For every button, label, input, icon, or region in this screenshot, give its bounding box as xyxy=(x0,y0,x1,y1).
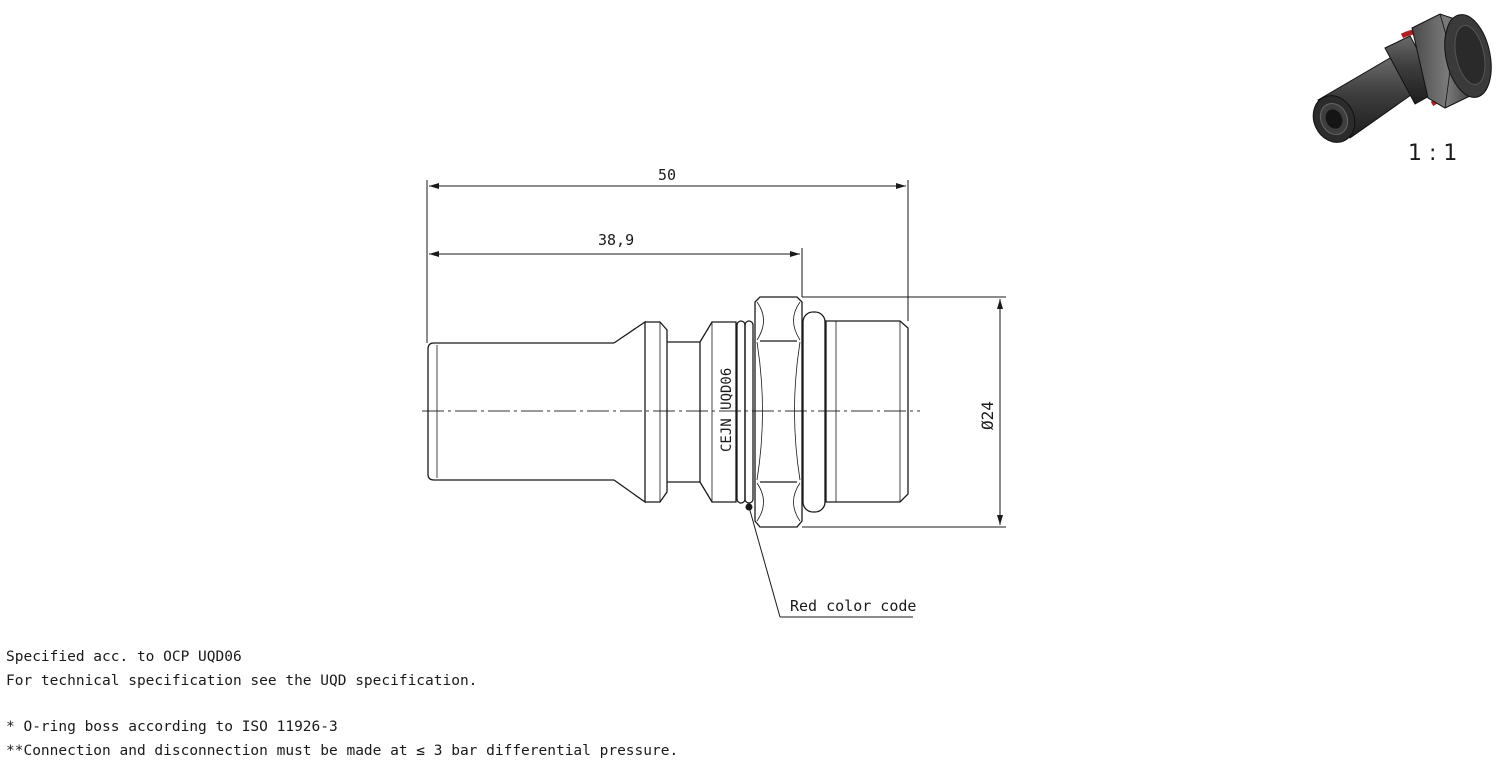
dim-diameter-label: Ø24 xyxy=(978,401,997,430)
notes-block: Specified acc. to OCP UQD06 For technica… xyxy=(6,645,678,763)
dim-38-9-label: 38,9 xyxy=(598,231,634,249)
scale-label: 1 : 1 xyxy=(1408,141,1457,166)
note-technical-spec: For technical specification see the UQD … xyxy=(6,673,478,689)
note-pressure: **Connection and disconnection must be m… xyxy=(6,743,679,759)
dim-overall-length xyxy=(426,180,909,343)
callout-leader xyxy=(745,503,913,618)
dim-50-label: 50 xyxy=(658,166,676,184)
note-oring-boss: * O-ring boss according to ISO 11926-3 xyxy=(6,719,338,735)
dim-diameter xyxy=(802,296,1006,528)
callout-label: Red color code xyxy=(790,597,916,615)
notes-spacer xyxy=(6,693,678,715)
dim-shoulder-length xyxy=(429,248,803,297)
part-outline xyxy=(427,296,909,528)
note-specified: Specified acc. to OCP UQD06 xyxy=(6,649,242,665)
engraving-text: CEJN UQD06 xyxy=(719,368,735,452)
iso-thumbnail: 1 : 1 xyxy=(1312,13,1492,166)
